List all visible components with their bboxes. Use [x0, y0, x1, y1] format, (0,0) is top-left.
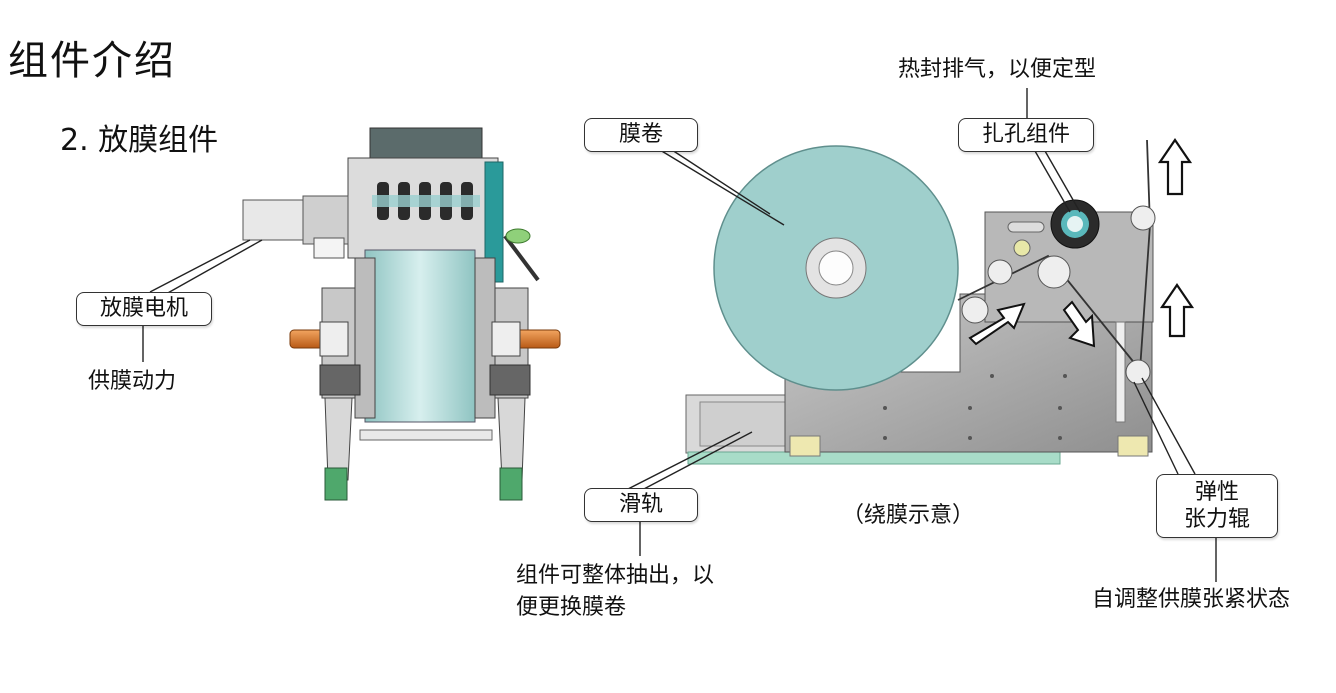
film-roll-label: 膜卷 [584, 118, 698, 152]
tension-roller-label: 弹性 张力辊 [1156, 474, 1278, 538]
motor-label: 放膜电机 [76, 292, 212, 326]
section-subtitle: 2. 放膜组件 [60, 123, 219, 158]
slide-rail-note: 组件可整体抽出，以 便更换膜卷 [516, 560, 714, 624]
winding-caption: （绕膜示意） [842, 503, 975, 528]
slide-rail-label: 滑轨 [584, 488, 698, 522]
slide-rail-note-line1: 组件可整体抽出，以 [516, 563, 715, 588]
unwind-assembly-front-view [242, 127, 561, 501]
tension-roller-label-line1: 弹性 [1194, 479, 1239, 505]
page-title: 组件介绍 [8, 38, 176, 84]
tension-roller-label-line2: 张力辊 [1183, 507, 1250, 532]
motor-note: 供膜动力 [88, 369, 177, 394]
slide-rail-note-line2: 便更换膜卷 [516, 594, 627, 620]
film-winding-schematic [685, 138, 1195, 465]
punch-note: 热封排气，以便定型 [898, 57, 1097, 82]
tension-roller-note: 自调整供膜张紧状态 [1092, 587, 1291, 612]
punch-assembly-label: 扎孔组件 [958, 118, 1094, 152]
